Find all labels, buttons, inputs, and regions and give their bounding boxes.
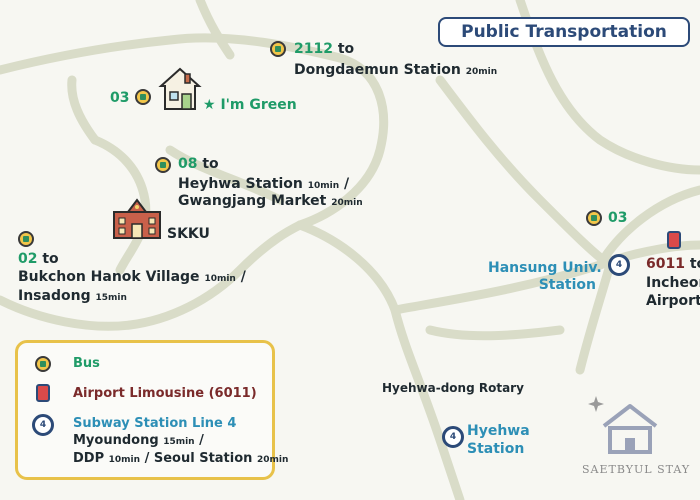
- im-green-label: ★ I'm Green: [203, 96, 297, 114]
- place-name: I'm Green: [220, 97, 297, 113]
- legend: Bus Airport Limousine (6011) 4 Subway St…: [15, 340, 288, 480]
- travel-time: 20min: [465, 67, 498, 77]
- separator: /: [194, 433, 204, 448]
- limo-6011-destination-2: Airport: [646, 293, 700, 309]
- route-to: to: [37, 251, 59, 267]
- bus-icon: [155, 157, 171, 173]
- travel-time: 10min: [307, 181, 340, 191]
- bus-number: 2112: [294, 41, 333, 57]
- route-to: to: [332, 41, 355, 57]
- university-building-icon: [113, 198, 161, 239]
- travel-time: 20min: [331, 198, 363, 208]
- bus-03-number: 03: [110, 90, 130, 106]
- legend-subway-destination-1: Myoundong 15min /: [73, 432, 204, 451]
- travel-time: 15min: [163, 437, 195, 447]
- destination: Dongdaemun Station: [294, 62, 461, 78]
- bus-2112-destination: Dongdaemun Station 20min: [294, 61, 497, 81]
- bus-08-destination-2: Gwangjang Market 20min: [178, 192, 363, 212]
- route-to: to: [197, 156, 219, 172]
- subway-line-4-icon: 4: [442, 426, 464, 448]
- bus-02-label: 02 to: [18, 250, 59, 268]
- bus-number: 08: [178, 156, 198, 172]
- hansung-station-name-2: Station: [538, 277, 596, 293]
- page-title: Public Transportation: [438, 17, 690, 47]
- destination: / Seoul Station: [140, 451, 253, 466]
- separator: /: [235, 269, 246, 285]
- travel-time: 10min: [108, 455, 141, 465]
- bus-08-label: 08 to: [178, 155, 219, 173]
- destination: Heyhwa Station: [178, 176, 303, 192]
- house-logo-icon: [588, 396, 658, 454]
- destination: Gwangjang Market: [178, 193, 327, 209]
- bus-03-number: 03: [608, 210, 628, 226]
- hyehwa-station-name-1: Hyehwa: [467, 423, 530, 439]
- legend-airport-label: Airport Limousine (6011): [73, 386, 257, 401]
- destination: Bukchon Hanok Village: [18, 269, 200, 285]
- bus-08-destination-1: Heyhwa Station 10min /: [178, 175, 349, 195]
- legend-subway-label: Subway Station Line 4: [73, 416, 237, 431]
- skku-label: SKKU: [167, 226, 210, 242]
- destination: Insadong: [18, 288, 91, 304]
- star-icon: ★: [203, 97, 216, 113]
- travel-time: 20min: [256, 455, 289, 465]
- bus-icon: [18, 231, 34, 247]
- legend-subway-destination-2: DDP 10min / Seoul Station 20min: [73, 450, 288, 469]
- bus-icon: [270, 41, 286, 57]
- bus-2112-label: 2112 to: [294, 40, 354, 58]
- limo-6011-destination-1: Incheon: [646, 275, 700, 291]
- house-icon: [158, 67, 202, 110]
- subway-line-4-icon: 4: [32, 414, 54, 436]
- hansung-station-name-1: Hansung Univ.: [488, 260, 602, 276]
- destination: DDP: [73, 451, 105, 466]
- airport-limousine-icon: [667, 231, 681, 249]
- bus-02-destination-1: Bukchon Hanok Village 10min /: [18, 268, 246, 288]
- bus-02-destination-2: Insadong 15min: [18, 287, 127, 307]
- travel-time: 15min: [95, 293, 127, 303]
- limo-6011-label: 6011 to: [646, 255, 700, 273]
- travel-time: 10min: [204, 274, 236, 284]
- bus-number: 02: [18, 251, 38, 267]
- subway-line-4-icon: 4: [608, 254, 630, 276]
- airport-limousine-icon: [36, 384, 50, 402]
- legend-bus-label: Bus: [73, 356, 100, 371]
- route-to: to: [689, 256, 700, 272]
- separator: /: [339, 176, 350, 192]
- brand-name: SAETBYUL STAY: [582, 463, 691, 476]
- hyehwa-station-name-2: Station: [467, 441, 525, 457]
- destination: Myoundong: [73, 433, 159, 448]
- rotary-label: Hyehwa-dong Rotary: [382, 381, 524, 395]
- bus-icon: [586, 210, 602, 226]
- bus-icon: [135, 89, 151, 105]
- limo-number: 6011: [646, 256, 685, 272]
- bus-icon: [35, 356, 51, 372]
